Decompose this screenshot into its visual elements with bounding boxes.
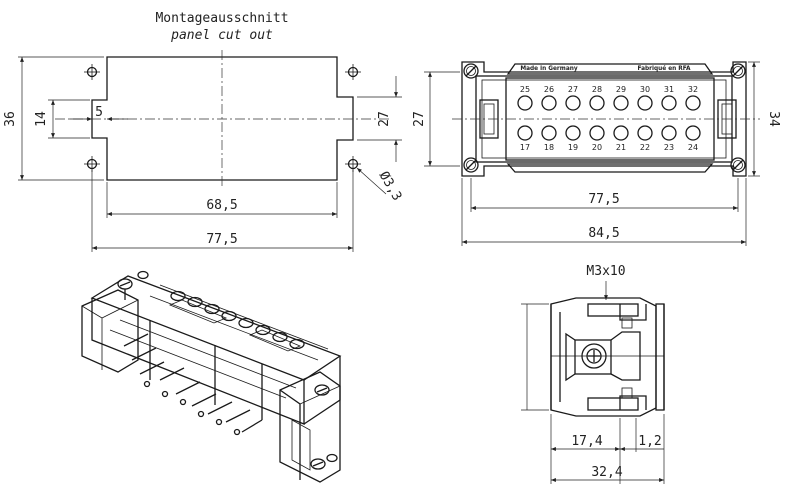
mounting-hole-tl bbox=[84, 64, 100, 80]
contact-row-bottom bbox=[517, 125, 701, 141]
pin-number: 17 bbox=[520, 143, 530, 152]
front-side-label: 34 bbox=[766, 111, 781, 127]
mounting-hole-bl bbox=[84, 156, 100, 172]
pin-numbers-top: 25 26 27 28 29 30 31 32 bbox=[520, 85, 698, 94]
pin-number: 32 bbox=[688, 85, 698, 94]
front-outer-width-label: 84,5 bbox=[588, 226, 619, 241]
notch-offset-label: 5 bbox=[95, 105, 103, 120]
cutout-height-label: 36 bbox=[3, 111, 18, 127]
pin-number: 26 bbox=[544, 85, 554, 94]
pin-number: 30 bbox=[640, 85, 650, 94]
iso-screw-icon-br bbox=[310, 453, 338, 470]
pin-number: 22 bbox=[640, 143, 650, 152]
notch-spacing-label: 14 bbox=[34, 111, 49, 127]
made-in-label: Made in Germany bbox=[520, 66, 578, 72]
connector-front-view: Made in Germany Fabriqué en RFA 25 26 27… bbox=[412, 61, 781, 246]
connector-iso-view bbox=[81, 270, 342, 483]
screw-size-label: M3x10 bbox=[586, 264, 625, 279]
screw-icon-tr bbox=[730, 63, 746, 79]
side-total-label: 32,4 bbox=[591, 465, 622, 480]
pin-number: 29 bbox=[616, 85, 626, 94]
pin-number: 25 bbox=[520, 85, 530, 94]
inner-height-label: 27 bbox=[377, 111, 392, 127]
front-inner-width-label: 77,5 bbox=[588, 192, 619, 207]
pin-number: 27 bbox=[568, 85, 578, 94]
panel-cutout-view: 36 14 5 27 Ø3,3 68,5 77,5 bbox=[3, 50, 404, 252]
screw-icon-bl bbox=[463, 157, 479, 173]
pin-number: 21 bbox=[616, 143, 626, 152]
title-de: Montageausschnitt bbox=[155, 11, 288, 26]
iso-screw-icon-mr bbox=[314, 384, 330, 396]
screw-icon-br bbox=[730, 157, 746, 173]
pin-number: 20 bbox=[592, 143, 602, 152]
hole-diameter-label: Ø3,3 bbox=[376, 169, 405, 204]
pin-number: 18 bbox=[544, 143, 554, 152]
side-right-label: 1,2 bbox=[638, 434, 661, 449]
iso-screw-icon-tl bbox=[117, 278, 133, 300]
cutout-overall-label: 77,5 bbox=[206, 232, 237, 247]
housing-frame bbox=[461, 61, 747, 177]
iso-pins bbox=[123, 333, 263, 436]
connector-side-view: M3x10 17,4 1,2 32,4 bbox=[521, 264, 665, 484]
pin-number: 28 bbox=[592, 85, 602, 94]
pin-numbers-bottom: 17 18 19 20 21 22 23 24 bbox=[520, 143, 698, 152]
screw-icon-tl bbox=[463, 63, 479, 79]
pin-number: 24 bbox=[688, 143, 698, 152]
contact-row-top bbox=[517, 95, 701, 111]
pin-number: 23 bbox=[664, 143, 674, 152]
front-height-label: 27 bbox=[412, 111, 427, 127]
fabrique-label: Fabriqué en RFA bbox=[637, 65, 691, 72]
mounting-hole-br bbox=[345, 156, 361, 172]
mounting-hole-tr bbox=[345, 64, 361, 80]
pin-number: 19 bbox=[568, 143, 578, 152]
title-en: panel cut out bbox=[170, 28, 273, 43]
cutout-width-label: 68,5 bbox=[206, 198, 237, 213]
side-left-label: 17,4 bbox=[571, 434, 602, 449]
cutout-outline bbox=[91, 56, 354, 181]
iso-contact-holes bbox=[149, 284, 329, 361]
iso-screw-icon-tr bbox=[137, 270, 149, 280]
pin-number: 31 bbox=[664, 85, 674, 94]
